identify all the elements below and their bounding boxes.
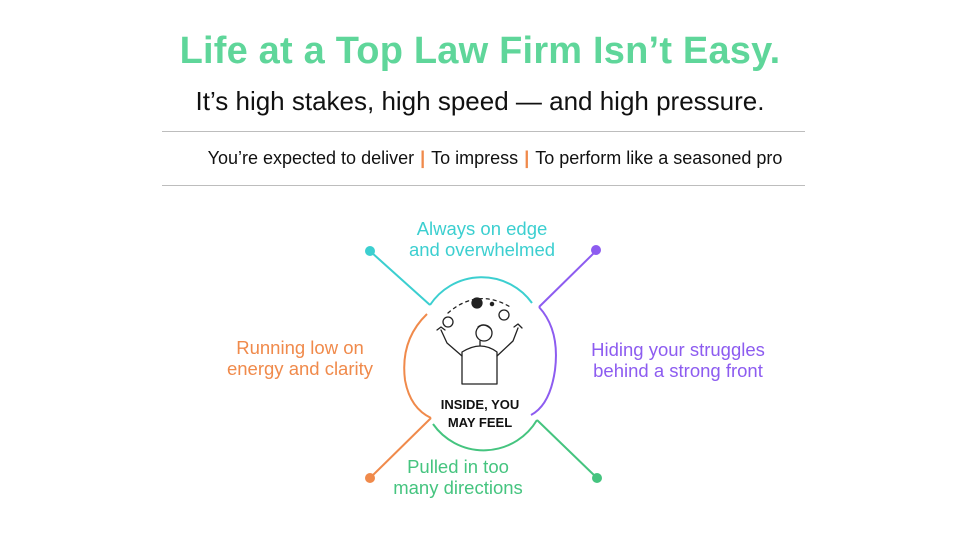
feeling-bottom: Pulled in too many directions [358, 456, 558, 498]
separator: | [524, 148, 530, 168]
center-caption-line1: INSIDE, YOU [440, 397, 520, 412]
slide-title: Life at a Top Law Firm Isn’t Easy. [179, 30, 781, 72]
dot-bottom [592, 473, 602, 483]
center-caption-line2: MAY FEEL [447, 415, 513, 430]
center-caption: INSIDE, YOU MAY FEEL [420, 396, 540, 432]
feeling-bottom-line2: many directions [393, 477, 523, 498]
feeling-right-line1: Hiding your struggles [591, 339, 765, 360]
separator: | [420, 148, 426, 168]
expectation-item: To perform like a seasoned pro [535, 148, 783, 168]
dot-left [365, 473, 375, 483]
feeling-left-line2: energy and clarity [226, 358, 374, 379]
feeling-left-line1: Running low on [236, 337, 364, 358]
connector-top [365, 246, 533, 306]
divider-bottom [162, 185, 805, 186]
feeling-right: Hiding your struggles behind a strong fr… [568, 339, 788, 381]
feeling-top-line1: Always on edge [416, 218, 548, 239]
connector-left [365, 313, 432, 483]
feeling-top-line2: and overwhelmed [408, 239, 556, 260]
divider-top [162, 131, 805, 132]
feeling-left: Running low on energy and clarity [190, 337, 410, 379]
connector-right [530, 245, 601, 416]
feeling-right-line2: behind a strong front [593, 360, 763, 381]
juggling-person-icon [436, 297, 523, 385]
connector-bottom [432, 419, 602, 483]
slide-subtitle: It’s high stakes, high speed — and high … [195, 86, 765, 116]
feeling-top: Always on edge and overwhelmed [372, 218, 592, 260]
dot-right [591, 245, 601, 255]
dot-top [365, 246, 375, 256]
expectation-item: You’re expected to deliver [207, 148, 415, 168]
expectation-item: To impress [431, 148, 519, 168]
expectations-line: You’re expected to deliver|To impress|To… [0, 148, 960, 169]
feeling-bottom-line1: Pulled in too [407, 456, 509, 477]
